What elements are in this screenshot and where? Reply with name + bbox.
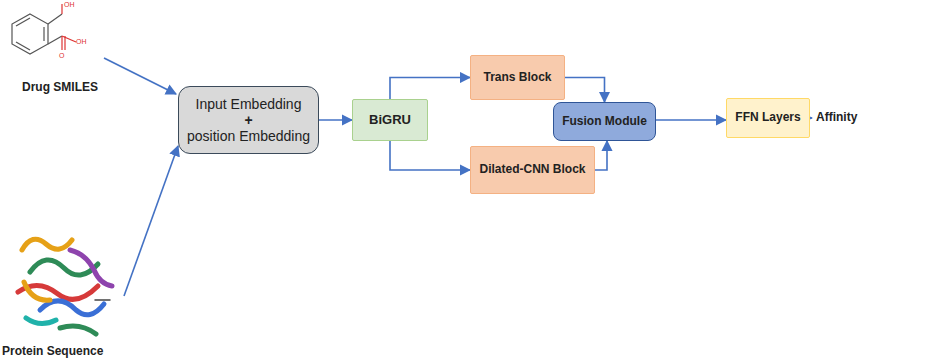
flow-arrow	[595, 141, 607, 170]
node-text: Dilated-CNN Block	[479, 163, 585, 177]
node-text: FFN Layers	[735, 111, 800, 125]
input-label: Drug SMILES	[22, 80, 98, 94]
trans-block-box: Trans Block	[470, 55, 565, 100]
flow-arrow	[656, 119, 726, 121]
flow-arrow	[390, 78, 470, 100]
input-label: Protein Sequence	[2, 344, 103, 358]
input-arrow	[124, 146, 178, 296]
node-text: Trans Block	[483, 71, 551, 85]
dilated-cnn-box: Dilated-CNN Block	[470, 146, 595, 194]
svg-text:O: O	[59, 52, 65, 59]
node-text: position Embedding	[187, 128, 310, 144]
node-text: Input Embedding	[196, 96, 302, 112]
node-text: Fusion Module	[562, 115, 647, 129]
svg-text:OH: OH	[76, 38, 87, 45]
fusion-module-box: Fusion Module	[553, 102, 656, 141]
ffn-layers-box: FFN Layers	[726, 98, 810, 138]
protein-drawing	[18, 239, 112, 334]
output-label: Affinity	[816, 110, 857, 124]
bigru-box: BiGRU	[352, 99, 428, 141]
svg-text:OH: OH	[64, 1, 75, 8]
input-arrow	[104, 58, 176, 94]
flow-arrow	[390, 141, 470, 170]
embedding-box: Input Embedding+position Embedding	[178, 86, 319, 154]
node-text: +	[244, 112, 252, 128]
node-text: BiGRU	[369, 113, 411, 128]
flow-arrow	[319, 119, 352, 121]
flow-arrow	[565, 78, 605, 103]
molecule-drawing: OH OH O	[12, 1, 87, 59]
